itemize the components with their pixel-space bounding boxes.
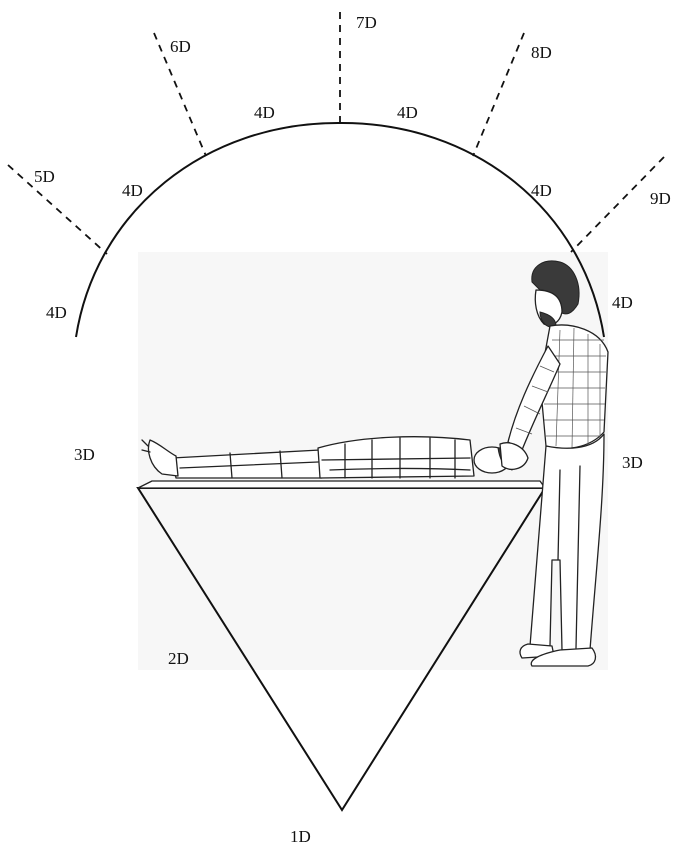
label-4d-right-low: 4D <box>612 293 633 312</box>
label-4d-left-mid: 4D <box>122 181 143 200</box>
dashed-line-6d <box>153 32 207 157</box>
label-1d: 1D <box>290 827 311 845</box>
standing-examiner <box>499 260 609 667</box>
table-top <box>137 480 546 489</box>
label-9d: 9D <box>650 189 671 208</box>
label-2d: 2D <box>168 649 189 668</box>
label-4d-right-mid: 4D <box>531 181 552 200</box>
label-4d-top-left: 4D <box>254 103 275 122</box>
label-6d: 6D <box>170 37 191 56</box>
label-3d-left: 3D <box>74 445 95 464</box>
label-7d: 7D <box>356 13 377 32</box>
dashed-line-8d <box>472 32 525 157</box>
label-4d-left-low: 4D <box>46 303 67 322</box>
label-3d-right: 3D <box>622 453 643 472</box>
label-8d: 8D <box>531 43 552 62</box>
dashed-line-9d <box>570 156 665 253</box>
lying-patient <box>141 436 514 479</box>
label-4d-top-right: 4D <box>397 103 418 122</box>
label-5d: 5D <box>34 167 55 186</box>
dashed-line-5d <box>7 164 108 255</box>
